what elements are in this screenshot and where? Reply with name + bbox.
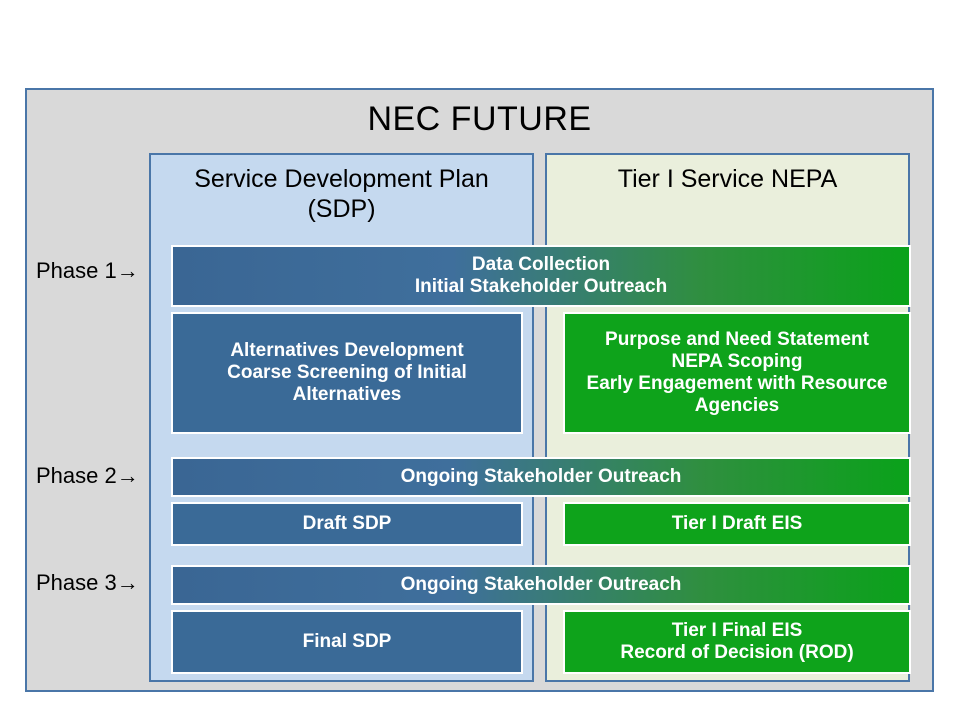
box-purpose-line1: Purpose and Need Statement bbox=[605, 328, 869, 350]
phase-label-2: Phase 2→ bbox=[36, 463, 139, 489]
phase-3-arrow-icon: → bbox=[116, 570, 139, 595]
box-purpose-line3: Early Engagement with Resource bbox=[586, 373, 888, 394]
box-tier-i-draft-eis: Tier I Draft EIS bbox=[563, 502, 911, 546]
box-alternatives-line2: Coarse Screening of Initial bbox=[227, 361, 467, 383]
column-header-sdp-line1: Service Development Plan bbox=[194, 165, 489, 193]
column-header-sdp-line2: (SDP) bbox=[307, 194, 376, 223]
phase-label-3: Phase 3→ bbox=[36, 570, 139, 596]
box-purpose-line4: Agencies bbox=[694, 395, 780, 417]
box-data-collection-line1: Data Collection bbox=[471, 253, 611, 275]
box-purpose-line2: NEPA Scoping bbox=[671, 350, 803, 372]
box-ongoing-outreach-p3-text: Ongoing Stakeholder Outreach bbox=[400, 573, 682, 595]
phase-2-arrow-icon: → bbox=[116, 463, 139, 488]
box-draft-eis-text: Tier I Draft EIS bbox=[671, 512, 803, 534]
phase-label-1-text: Phase 1 bbox=[36, 258, 117, 283]
phase-label-3-text: Phase 3 bbox=[36, 570, 117, 595]
box-final-sdp: Final SDP bbox=[171, 610, 523, 674]
box-ongoing-stakeholder-outreach-phase2: Ongoing Stakeholder Outreach bbox=[171, 457, 911, 497]
box-ongoing-stakeholder-outreach-phase3: Ongoing Stakeholder Outreach bbox=[171, 565, 911, 605]
box-final-eis-line1: Tier I Final EIS bbox=[671, 619, 803, 641]
box-alternatives-development: Alternatives Development Coarse Screenin… bbox=[171, 312, 523, 434]
nec-future-diagram: NEC FUTURE Service Development Plan (SDP… bbox=[25, 88, 934, 692]
phase-1-arrow-icon: → bbox=[116, 258, 139, 283]
box-draft-sdp: Draft SDP bbox=[171, 502, 523, 546]
box-final-eis-line2: Record of Decision (ROD) bbox=[620, 642, 854, 663]
diagram-title: NEC FUTURE bbox=[367, 100, 592, 138]
box-tier-i-final-eis: Tier I Final EIS Record of Decision (ROD… bbox=[563, 610, 911, 674]
phase-label-2-text: Phase 2 bbox=[36, 463, 117, 488]
box-data-collection: Data Collection Initial Stakeholder Outr… bbox=[171, 245, 911, 307]
column-header-sdp: Service Development Plan (SDP) bbox=[151, 165, 532, 224]
box-data-collection-line2: Initial Stakeholder Outreach bbox=[414, 276, 668, 297]
box-alternatives-line3: Alternatives bbox=[292, 384, 402, 406]
box-purpose-and-need: Purpose and Need Statement NEPA Scoping … bbox=[563, 312, 911, 434]
box-final-sdp-text: Final SDP bbox=[302, 630, 392, 652]
box-ongoing-outreach-p2-text: Ongoing Stakeholder Outreach bbox=[400, 465, 682, 487]
phase-label-1: Phase 1→ bbox=[36, 258, 139, 284]
box-draft-sdp-text: Draft SDP bbox=[302, 512, 392, 534]
box-alternatives-line1: Alternatives Development bbox=[230, 339, 464, 361]
column-header-nepa: Tier I Service NEPA bbox=[547, 165, 908, 195]
column-header-nepa-line1: Tier I Service NEPA bbox=[617, 165, 838, 193]
